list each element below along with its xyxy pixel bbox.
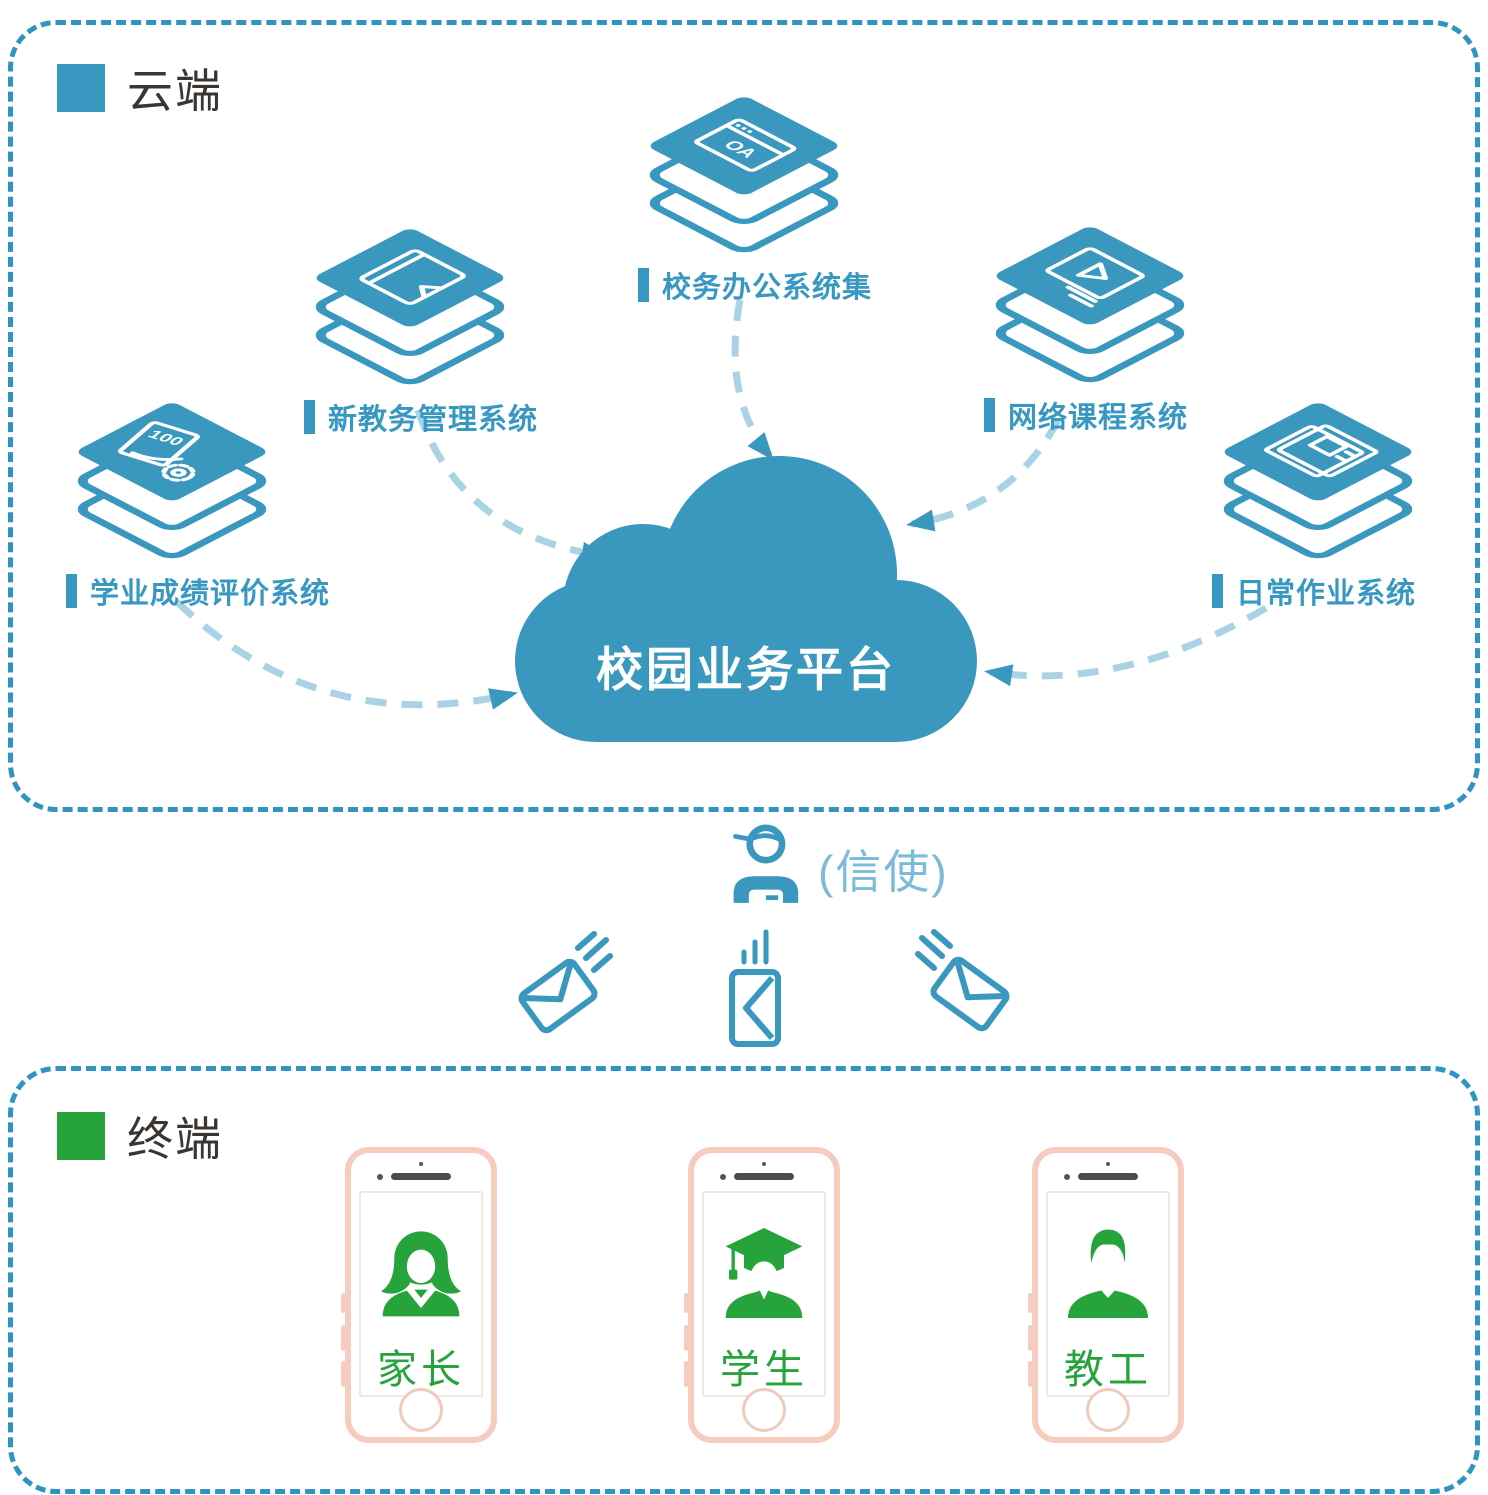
phone-parent: 家长 [341,1147,497,1443]
phone-screen: 教工 [1046,1191,1170,1397]
system-score-evaluation: 100 学业成绩评价系统 [62,400,329,612]
layer-stack-icon: OA [649,97,839,253]
gear-icon [161,463,196,482]
phone-speaker [391,1173,451,1180]
layer-stack-icon: 100 [77,403,267,559]
label-bar [638,268,649,302]
messenger-label: (信使) [818,846,949,898]
system-edu-admin: 新教务管理系统 [300,226,540,438]
system-label: 网络课程系统 [1008,402,1189,434]
system-online-course: 网络课程系统 [980,224,1220,436]
system-label: 学业成绩评价系统 [90,578,331,610]
flying-envelope-right-icon [915,929,1010,1032]
phone-camera-dot [377,1174,383,1180]
layer-stack-icon [315,229,505,385]
label-bar [1212,574,1223,608]
phone-home-button[interactable] [1086,1388,1130,1432]
cloud-legend-label: 云端 [127,65,223,117]
device-label: 家长 [377,1348,465,1392]
phone-screen: 家长 [359,1191,483,1397]
layer-stack-icon [1223,403,1413,559]
phone-side-button [684,1361,689,1387]
cloud-legend-swatch [57,64,105,112]
man-avatar-icon [1068,1229,1148,1318]
phone-speaker [1078,1173,1138,1180]
student-avatar-icon [725,1228,803,1318]
phone-sensor-dot [419,1162,423,1166]
phone-staff: 教工 [1028,1147,1184,1443]
messenger: (信使) [726,818,949,908]
messenger-person-icon [733,824,799,903]
phone-side-button [1028,1361,1033,1387]
book-icon [359,249,466,305]
label-bar [66,574,77,608]
phone-side-button [684,1325,689,1351]
phone-side-button [341,1325,346,1351]
device-label: 教工 [1064,1348,1152,1392]
phone-side-button [684,1293,689,1313]
flying-envelope-left-icon [518,931,613,1034]
phone-home-button[interactable] [742,1388,786,1432]
cloud-legend: 云端 [57,55,223,121]
terminal-legend-swatch [57,1112,105,1160]
phone-side-button [341,1293,346,1313]
system-label: 新教务管理系统 [328,404,539,436]
phone-speaker [734,1173,794,1180]
video-player-icon [1045,247,1145,308]
platform-label: 校园业务平台 [596,643,896,696]
phone-home-button[interactable] [399,1388,443,1432]
device-label: 学生 [720,1348,808,1392]
system-office-oa: OA 校务办公系统集 [634,94,874,306]
message-device-icon [729,929,781,1047]
terminal-legend: 终端 [57,1103,223,1169]
platform-cloud: 校园业务平台 [515,456,977,742]
phone-side-button [341,1361,346,1387]
notebook-icon [1264,424,1379,478]
phone-side-button [1028,1293,1033,1313]
terminal-legend-label: 终端 [127,1113,223,1165]
phone-sensor-dot [1106,1162,1110,1166]
phone-camera-dot [1064,1174,1070,1180]
phone-student: 学生 [684,1147,840,1443]
phone-camera-dot [720,1174,726,1180]
system-label: 日常作业系统 [1236,578,1417,610]
phone-sensor-dot [762,1162,766,1166]
system-label: 校务办公系统集 [662,272,873,304]
phone-screen: 学生 [702,1191,826,1397]
label-bar [984,398,995,432]
phone-side-button [1028,1325,1033,1351]
woman-avatar-icon [381,1231,461,1317]
layer-stack-icon [995,227,1185,383]
system-daily-homework: 日常作业系统 [1208,400,1448,612]
label-bar [304,400,315,434]
